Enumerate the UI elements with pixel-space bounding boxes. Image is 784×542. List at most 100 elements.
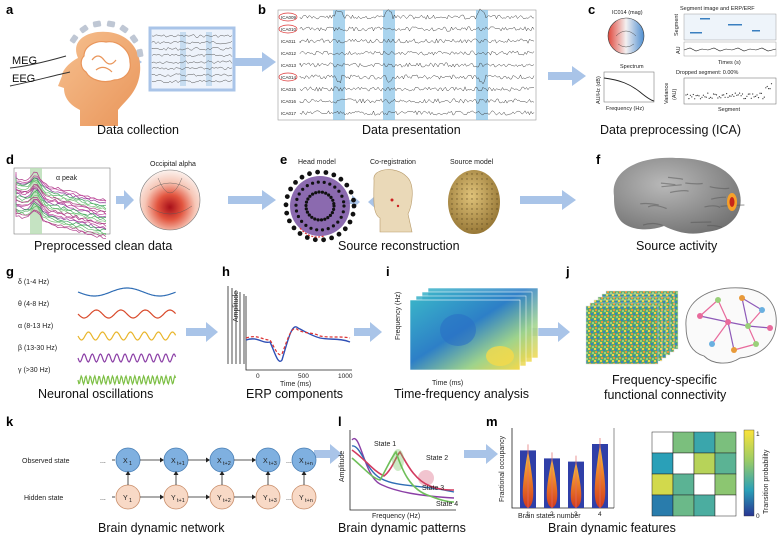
source-point [451,208,453,210]
caption-j-line1: Frequency-specific [612,373,717,387]
source-point [471,203,473,205]
channel-trace [299,62,535,68]
sulcus [642,222,663,226]
panel-e: e Head model Co-registration Source mode… [280,152,500,253]
connectivity-matrix [585,305,659,365]
source-point [476,198,478,200]
connectivity-edge [741,297,763,311]
variance-point [731,94,734,96]
variance-point [737,94,739,96]
connectivity-edge [717,299,729,323]
transition-cell [672,473,695,496]
hidden-node-label: Y [299,495,304,502]
sensor-dot [326,216,330,220]
sulcus [704,205,721,209]
sensor-dot [326,227,330,231]
connectivity-edge [741,297,749,327]
flow-arrows [100,52,586,464]
panel-j: j Frequency-specific functional connecti… [565,264,777,402]
source-point [466,188,468,190]
dropped-label: Dropped segment: 0.00% [676,70,738,76]
arrowhead [160,494,164,500]
psd-line [15,171,107,202]
variance-point [715,94,718,96]
colorbar-label: Transition probability [763,449,770,514]
sensor-dot [338,176,344,182]
arrow-d-e [228,190,276,210]
connectivity-edge [711,321,729,345]
sensor-dot [287,218,292,224]
hidden-node-sub: 1 [129,498,132,504]
variance-point [746,95,748,97]
panel-letter-l: l [338,414,342,429]
source-point [461,198,463,200]
connectivity-edge [747,325,757,345]
tf-blob [440,314,476,346]
observed-node-sub: t+3 [269,461,277,467]
connectivity-node [715,297,721,303]
source-point [481,203,483,205]
variance-point [701,96,703,98]
oscillation-wave [77,309,177,319]
source-point [481,228,483,230]
psd-line [15,204,107,234]
segment-xlabel: Segment [718,107,740,113]
transition-cell [651,494,674,517]
arrow-l-m [464,444,498,464]
mini-trace [151,79,233,84]
psd-line [15,195,107,224]
connectivity-edge [747,309,763,327]
sensor-dot [311,192,315,196]
channel-label: ICA013 [281,63,297,68]
caption-l: Brain dynamic patterns [338,521,466,535]
sensor-dot [344,182,350,188]
channel-highlight-ring [278,72,298,82]
sulcus [690,221,712,224]
arrow-b-c2 [548,66,586,86]
connectivity-node [767,325,773,331]
variance-point [730,95,732,97]
erp-blue [245,326,351,362]
hidden-node-label: Y [123,495,128,502]
arrow-i-j [528,322,570,342]
erp-axis [245,296,352,371]
source-point [461,203,463,205]
state-4-label: State 4 [436,501,458,508]
sensor-dot [336,231,342,237]
transition-cell [714,452,737,475]
channel-trace [299,74,535,85]
transition-cell [672,452,695,475]
variance-point [765,87,767,89]
source-point [471,178,473,180]
source-point [456,198,458,200]
observed-node-label: X [123,458,128,465]
channel-label: ICA014 [281,75,297,80]
sensor-dot [299,174,305,180]
variance-point [744,97,747,100]
sensor-dot [319,218,324,222]
hidden-node-label: Y [217,495,222,502]
channel-trace [299,110,535,116]
source-point [471,193,473,195]
sensor-dot [331,172,337,178]
variance-point [724,96,726,98]
variance-point [720,97,722,99]
psd-line [15,208,107,237]
source-point [481,193,483,195]
source-point [466,223,468,225]
variance-point [726,93,728,95]
connectivity-node [709,341,715,347]
variance-point [699,98,702,100]
variance-point [717,97,719,99]
source-point [481,198,483,200]
brain-folds [91,55,117,73]
caption-i: Time-frequency analysis [394,387,529,401]
variance-point [734,92,736,94]
occupancy-tick: 4 [598,511,602,518]
hidden-node-sub: t+n [305,498,313,504]
sensor-dot [330,211,334,215]
panel-l: l Amplitude State 1 State 2 State 3 Stat… [338,414,466,535]
sensor-dot [321,237,326,243]
arrowhead [301,471,307,475]
